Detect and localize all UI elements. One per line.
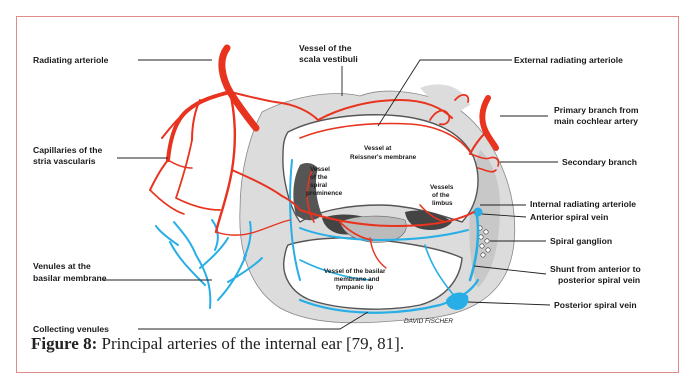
label-limbus-2: of the (432, 192, 450, 199)
label-collecting-venules: Collecting venules (33, 324, 109, 334)
label-basilar-vessel-3: tympanic lip (336, 284, 373, 291)
label-venules: Venules at the (33, 261, 91, 271)
label-spiral-ganglion: Spiral ganglion (550, 236, 612, 246)
label-spiral-prominence-3: spiral (310, 182, 327, 189)
label-reissner-2: Reissner's membrane (350, 154, 417, 161)
label-spiral-prominence-4: prominence (306, 190, 343, 197)
label-limbus: Vessels (430, 184, 454, 191)
label-external-radiating-arteriole: External radiating arteriole (514, 55, 623, 65)
label-anterior-spiral-vein: Anterior spiral vein (530, 212, 608, 222)
figure-caption: Figure 8: Principal arteries of the inte… (31, 334, 671, 354)
label-capillaries: Capillaries of the (33, 145, 102, 155)
label-posterior-spiral-vein: Posterior spiral vein (554, 300, 637, 310)
label-primary-branch: Primary branch from (554, 105, 639, 115)
label-venules-2: basilar membrane (33, 273, 107, 283)
label-shunt: Shunt from anterior to (550, 264, 641, 274)
label-limbus-3: limbus (432, 200, 453, 207)
label-secondary-branch: Secondary branch (562, 157, 637, 167)
label-spiral-prominence-2: of the (310, 174, 328, 181)
artist-signature: DAVID FISCHER (404, 318, 453, 325)
label-internal-radiating-arteriole: Internal radiating arteriole (530, 199, 636, 209)
label-radiating-arteriole: Radiating arteriole (33, 55, 109, 65)
label-vessel-scala-vestibuli: Vessel of the (299, 43, 352, 53)
label-capillaries-2: stria vascularis (33, 156, 96, 166)
label-vessel-scala-vestibuli-2: scala vestibuli (299, 54, 358, 64)
label-basilar-vessel-2: membrane and (334, 276, 380, 283)
caption-prefix: Figure 8: (31, 334, 97, 353)
label-spiral-prominence: Vessel (310, 166, 330, 173)
label-primary-branch-2: main cochlear artery (554, 116, 638, 126)
label-shunt-2: posterior spiral vein (558, 275, 640, 285)
label-reissner: Vessel at (364, 145, 392, 152)
caption-text: Principal arteries of the internal ear [… (97, 334, 404, 353)
label-basilar-vessel: Vessel of the basilar (324, 268, 386, 275)
